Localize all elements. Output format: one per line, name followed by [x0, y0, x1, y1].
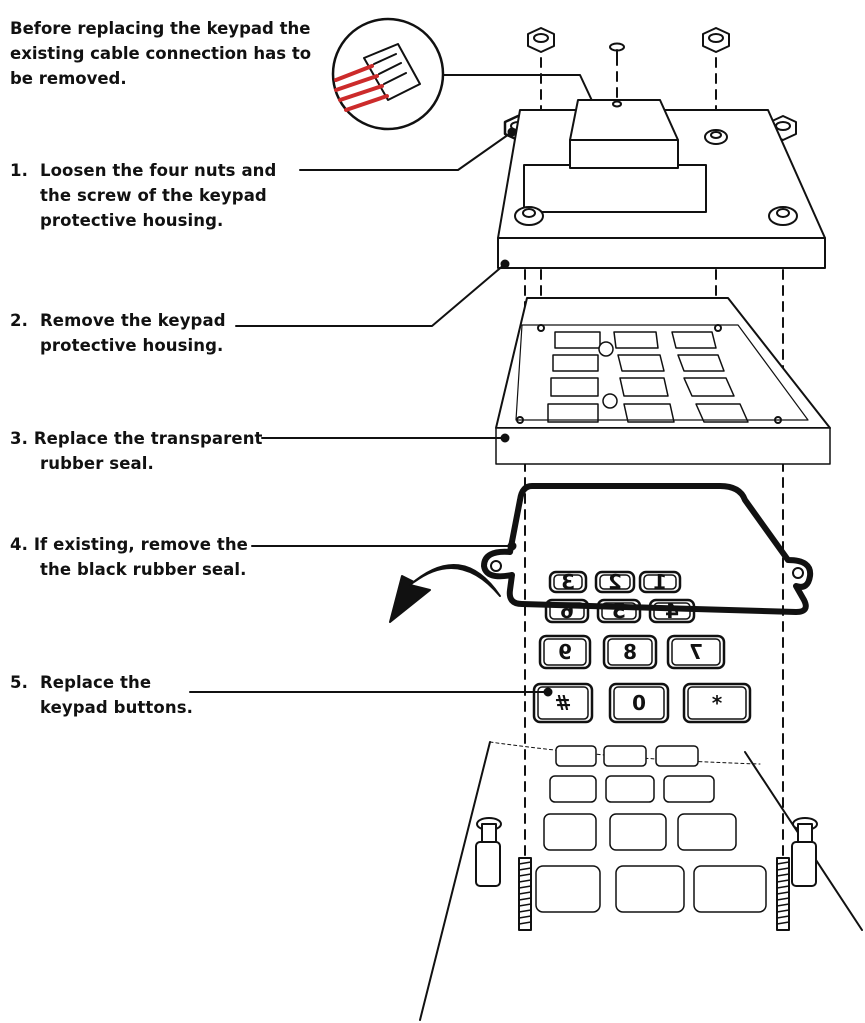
keypad-key-label: #: [555, 691, 572, 715]
keypad-key-label: 9: [558, 640, 572, 664]
step-1-number: 1.: [10, 161, 28, 180]
screw-icon: [609, 42, 625, 58]
step-4-line2: the black rubber seal.: [40, 560, 247, 579]
leader-dot: [507, 541, 517, 551]
keypad-key-label: 0: [632, 691, 646, 715]
leader-dot: [507, 127, 517, 137]
keypad-key-face: [601, 602, 637, 620]
keypad-key: [666, 634, 726, 670]
base-plate: [419, 741, 863, 1021]
threaded-stud-icon: [518, 857, 532, 931]
hex-nut-icon: [702, 27, 730, 53]
protective-housing: [497, 99, 826, 269]
step-1-line2: the screw of the keypad: [40, 186, 267, 205]
keypad-key-label: 1: [653, 570, 667, 594]
leader-step-1: [299, 131, 513, 171]
intro-text: Before replacing the keypad the existing…: [10, 19, 312, 88]
step-1-line3: protective housing.: [40, 211, 224, 230]
threaded-stud-icon: [776, 857, 790, 931]
keypad-key-label: 7: [689, 640, 703, 664]
keypad-key-label: 5: [612, 599, 626, 623]
keypad-key: [594, 570, 636, 594]
step-3-line2: rubber seal.: [40, 454, 154, 473]
keypad-key: [602, 634, 658, 670]
keypad-key: [538, 634, 592, 670]
standoff-post-icon: [791, 817, 818, 887]
keypad-key-label: 2: [608, 570, 622, 594]
keypad-key: [608, 682, 670, 724]
step-3: 3. Replace the transparent rubber seal.: [10, 426, 263, 476]
step-2: 2. Remove the keypad protective housing.: [10, 308, 226, 358]
step-1-line1: Loosen the four nuts and: [40, 161, 277, 180]
step-1: 1. Loosen the four nuts and the screw of …: [10, 158, 276, 233]
transparent-rubber-seal: [495, 297, 831, 465]
step-5: 5. Replace the keypad buttons.: [10, 670, 193, 720]
keypad-key: [638, 570, 682, 594]
step-5-line2: keypad buttons.: [40, 698, 193, 717]
leader-dot: [543, 687, 553, 697]
leader-dot: [500, 433, 510, 443]
keypad-key-face: [537, 686, 589, 720]
step-2-number: 2.: [10, 311, 28, 330]
step-3-number: 3.: [10, 429, 28, 448]
keypad-key-face: [613, 686, 665, 720]
keypad-key-face: [543, 638, 587, 666]
keypad-key-face: [553, 574, 583, 590]
keypad-key-face: [643, 574, 677, 590]
step-5-line1: Replace the: [40, 673, 152, 692]
keypad-key: [682, 682, 752, 724]
step-4-line1: If existing, remove the: [33, 535, 248, 554]
cable-connector-callout: [331, 17, 445, 131]
leader-step-2: [235, 263, 506, 327]
keypad-key-face: [607, 638, 653, 666]
step-5-number: 5.: [10, 673, 28, 692]
step-2-line2: protective housing.: [40, 336, 224, 355]
remove-arrow-icon: [389, 564, 501, 623]
keypad-key-face: [687, 686, 747, 720]
keypad-key-label: 8: [623, 640, 637, 664]
standoff-post-icon: [475, 817, 502, 887]
keypad-key: [548, 570, 588, 594]
hex-nut-icon: [527, 27, 555, 53]
step-3-line1: Replace the transparent: [33, 429, 263, 448]
keypad-key-label: *: [711, 691, 722, 715]
step-4-number: 4.: [10, 535, 28, 554]
keypad-key-label: 3: [561, 570, 575, 594]
step-4: 4. If existing, remove the the black rub…: [10, 532, 248, 582]
step-2-line1: Remove the keypad: [40, 311, 226, 330]
keypad-key-face: [671, 638, 721, 666]
leader-dot: [500, 259, 510, 269]
black-rubber-gasket: [481, 483, 814, 615]
keypad-key-face: [599, 574, 631, 590]
